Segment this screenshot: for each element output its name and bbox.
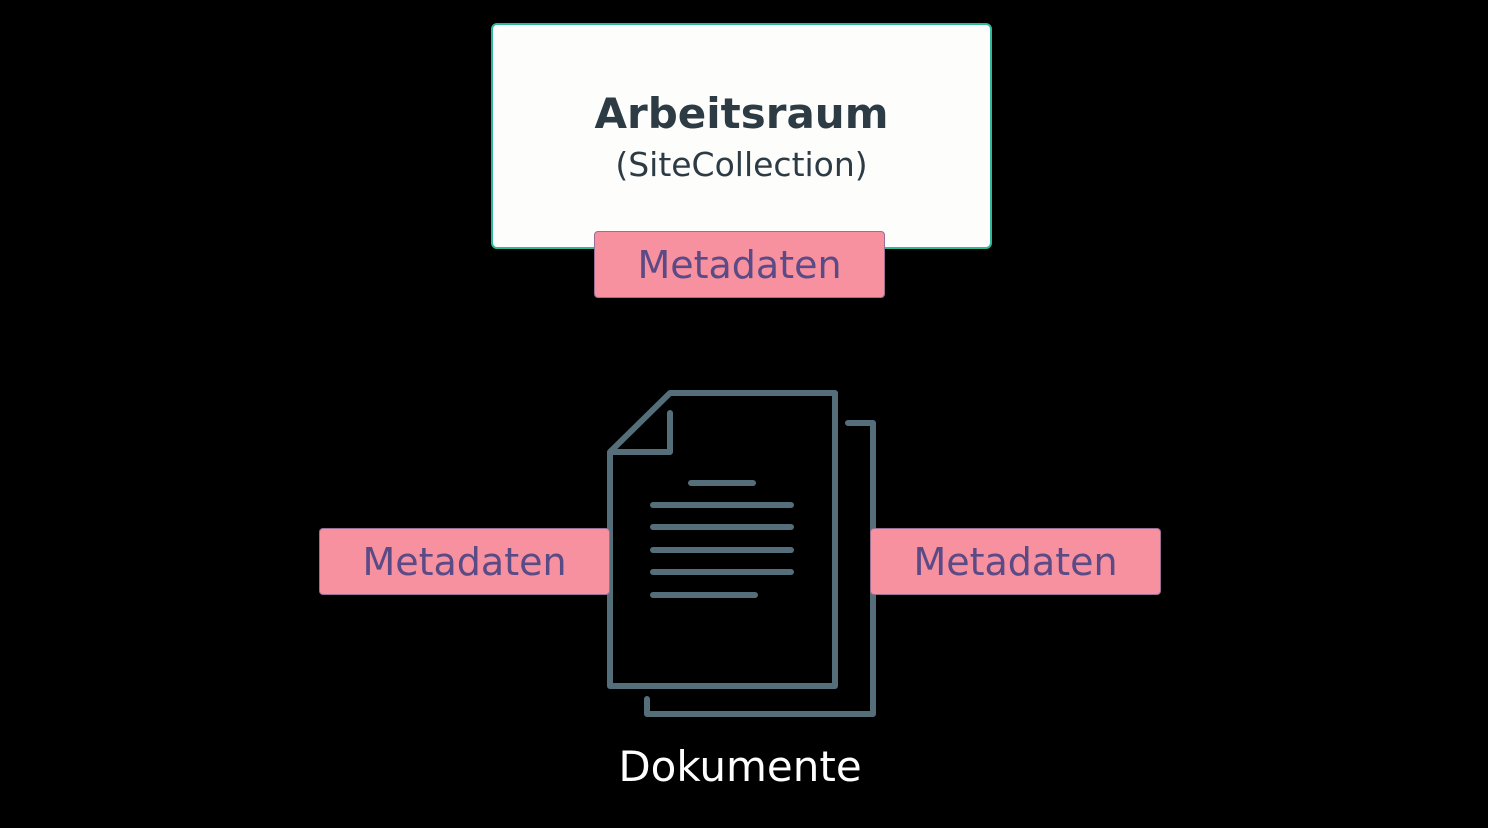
metadata-tag-workspace: Metadaten: [594, 231, 885, 298]
metadata-tag-right: Metadaten: [870, 528, 1161, 595]
metadata-tag-left: Metadaten: [319, 528, 610, 595]
back-page: [644, 420, 876, 717]
documents-label: Dokumente: [618, 742, 862, 791]
workspace-subtitle: (SiteCollection): [615, 145, 868, 184]
front-page: [607, 390, 838, 689]
workspace-title: Arbeitsraum: [594, 89, 889, 138]
workspace-box: Arbeitsraum (SiteCollection): [491, 23, 992, 249]
page-fold: [609, 410, 673, 455]
